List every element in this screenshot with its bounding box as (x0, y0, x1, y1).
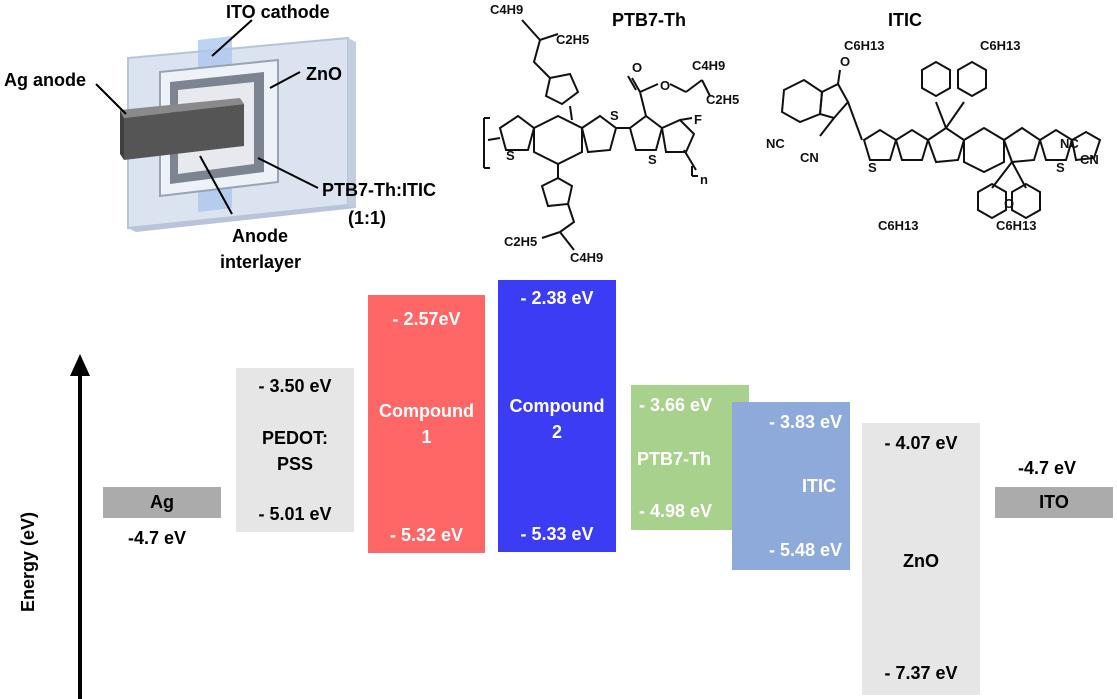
itic-hexyl-4: C6H13 (996, 218, 1036, 233)
compound1-lumo: - 2.57eV (392, 309, 461, 329)
itic-cn-left: CN (800, 150, 819, 165)
substrate-bottom (128, 205, 356, 232)
level-ptb7: - 3.66 eV PTB7-Th - 4.98 eV (631, 385, 749, 530)
leader-active (257, 157, 319, 189)
compound1-name-line2: 1 (421, 427, 432, 447)
compound1-homo: - 5.32 eV (389, 525, 464, 545)
level-ag-value: -4.7 eV (128, 528, 187, 548)
itic-structure: O NC CN C6H13 C6H13 S S NC CN O C6H13 C6… (766, 40, 1102, 233)
label-active-line2: (1:1) (348, 208, 387, 228)
ptb7-atom-o2: O (660, 78, 670, 93)
substrate-edge (348, 38, 356, 208)
itic-atom-s1: S (868, 160, 877, 175)
ptb7-repeat-n: n (700, 172, 708, 187)
zno-lumo: - 4.07 eV (884, 433, 958, 453)
ptb7-r-top-a: C4H9 (490, 2, 523, 17)
ptb7-atom-s1: S (506, 148, 515, 163)
ptb7-atom-f: F (694, 112, 702, 127)
ptb7-atom-s2: S (610, 108, 619, 123)
level-ito-value: -4.7 eV (1018, 458, 1077, 478)
level-zno: - 4.07 eV ZnO - 7.37 eV (862, 423, 980, 695)
compound2-lumo: - 2.38 eV (520, 288, 594, 308)
label-interlayer-line2: interlayer (220, 252, 302, 272)
ptb7-atom-s3: S (648, 152, 657, 167)
ptb7-lumo: - 3.66 eV (639, 395, 713, 415)
level-compound1: - 2.57eV Compound 1 - 5.32 eV (368, 295, 485, 553)
label-ag-anode: Ag anode (4, 70, 87, 90)
compound2-name-line2: 2 (551, 422, 562, 442)
itic-homo: - 5.48 eV (768, 540, 842, 560)
ptb7-name: PTB7-Th (637, 449, 711, 469)
ptb7-homo: - 4.98 eV (639, 501, 713, 521)
itic-atom-o1: O (840, 54, 850, 69)
zno-homo: - 7.37 eV (884, 663, 958, 683)
itic-hexyl-1: C6H13 (844, 40, 884, 53)
ag-anode-face (124, 104, 244, 160)
level-ito: ITO (995, 487, 1113, 518)
ptb7-structure: C4H9 C2H5 O O C4H9 C2H5 F S S S n C2H5 C… (483, 2, 739, 265)
ptb7-r-top-b: C2H5 (556, 32, 589, 47)
label-ito-cathode: ITO cathode (226, 2, 330, 22)
itic-cn-right: CN (1080, 152, 1099, 167)
compound2-name-line1: Compound (509, 396, 605, 416)
itic-atom-s2: S (1056, 160, 1065, 175)
leader-ito (211, 19, 253, 57)
pedot-lumo: - 3.50 eV (258, 376, 332, 396)
ptb7-r-right-a: C4H9 (692, 58, 725, 73)
compound1-name-line1: Compound (379, 401, 474, 421)
ptb7-title: PTB7-Th (612, 10, 686, 30)
itic-title: ITIC (888, 10, 922, 30)
level-itic: - 3.83 eV ITIC - 5.48 eV (732, 402, 850, 570)
ag-anode-side (120, 110, 124, 160)
energy-axis (70, 354, 90, 699)
label-active-line1: PTB7-Th:ITIC (322, 180, 436, 200)
ptb7-r-bottom-a: C2H5 (504, 234, 537, 249)
compound2-homo: - 5.33 eV (520, 524, 594, 544)
label-interlayer-line1: Anode (232, 226, 288, 246)
leader-ag (95, 83, 127, 115)
leader-zno (269, 71, 301, 89)
pedot-homo: - 5.01 eV (258, 504, 332, 524)
level-ag-name: Ag (150, 492, 174, 512)
energy-axis-label: Energy (eV) (18, 511, 38, 612)
itic-nc-left: NC (766, 136, 785, 151)
itic-nc-right: NC (1060, 136, 1079, 151)
ptb7-atom-o1: O (632, 60, 642, 75)
ptb7-r-bottom-b: C4H9 (570, 250, 603, 265)
zno-name: ZnO (903, 551, 939, 571)
level-ag: Ag (103, 487, 221, 518)
pedot-name-line1: PEDOT: (261, 428, 328, 448)
itic-name: ITIC (802, 476, 836, 496)
itic-lumo: - 3.83 eV (768, 412, 842, 432)
pedot-name-line2: PSS (276, 454, 314, 474)
device-schematic (95, 19, 356, 232)
itic-hexyl-3: C6H13 (878, 218, 918, 233)
leader-interlayer (199, 155, 233, 215)
level-ito-name: ITO (1039, 492, 1069, 512)
level-compound2: - 2.38 eV Compound 2 - 5.33 eV (498, 280, 616, 552)
itic-atom-o2: O (1004, 196, 1014, 211)
label-zno: ZnO (306, 64, 342, 84)
ptb7-r-right-b: C2H5 (706, 92, 739, 107)
level-pedot: - 3.50 eV PEDOT: PSS - 5.01 eV (236, 368, 354, 532)
ag-anode-bar (120, 98, 244, 118)
itic-hexyl-2: C6H13 (980, 40, 1020, 53)
